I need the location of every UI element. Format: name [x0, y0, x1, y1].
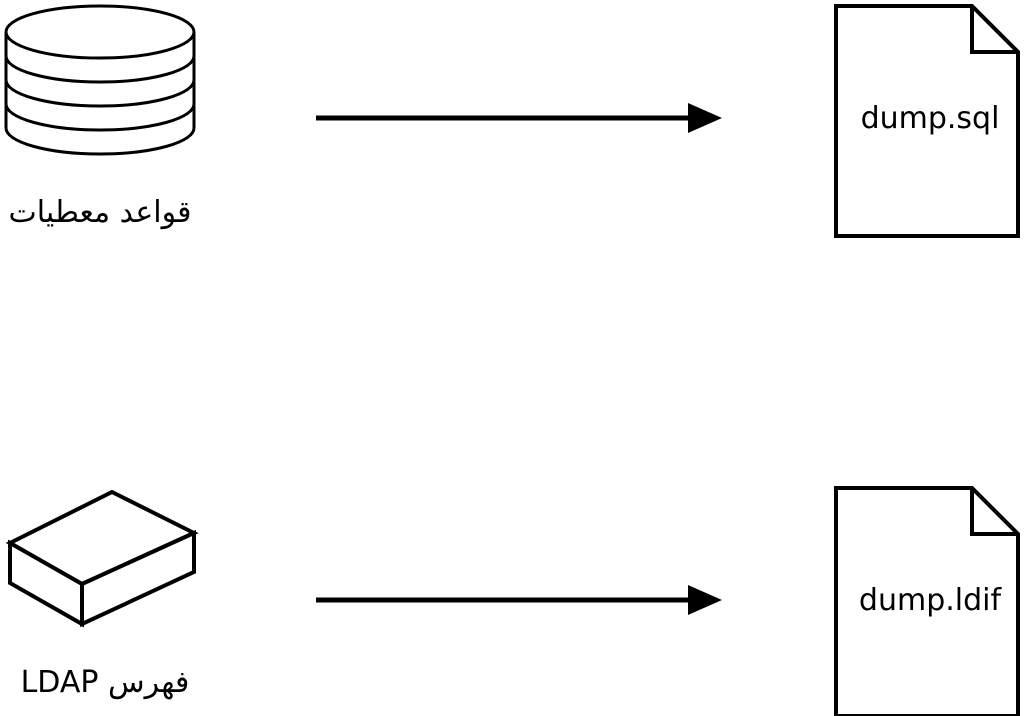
database-label: قواعد معطيات — [9, 195, 192, 230]
box-right-face — [80, 529, 196, 628]
document-icon-ldif: dump.ldif — [834, 486, 1020, 716]
document-folded-corner — [970, 6, 1018, 54]
document-icon-sql: dump.sql — [834, 4, 1020, 238]
arrow-head — [688, 103, 722, 133]
database-cylinder-icon — [4, 4, 196, 156]
arrow-right-top — [316, 103, 722, 133]
cylinder-disc-arc-1 — [4, 55, 196, 84]
document-filename-ldif: dump.ldif — [859, 583, 1003, 618]
document-filename-sql: dump.sql — [861, 101, 1000, 136]
arrow-head — [688, 585, 722, 615]
cylinder-bottom-arc — [4, 127, 196, 156]
cylinder-disc-arc-2 — [4, 79, 196, 108]
document-outline — [834, 4, 1020, 238]
ldap-label: فهرس LDAP — [21, 665, 190, 700]
ldap-directory-box-icon — [5, 489, 199, 628]
document-outline — [834, 486, 1020, 716]
cylinder-disc-arc-3 — [4, 103, 196, 132]
arrow-right-bottom — [316, 585, 722, 615]
cylinder-top-ellipse — [4, 4, 196, 60]
document-folded-corner — [970, 488, 1018, 536]
